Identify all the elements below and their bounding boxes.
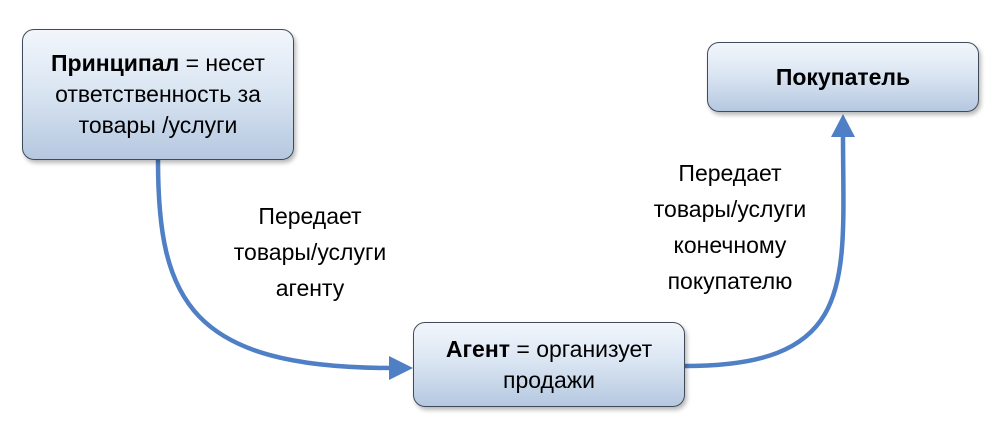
arrow-principal-to-agent	[155, 159, 393, 371]
edge-label-principal-to-agent: Передает товары/услуги агенту	[180, 198, 440, 306]
agent-desc-line2: продажи	[503, 366, 595, 393]
principal-title: Принципал	[51, 50, 180, 76]
edge-label-line: Передает	[678, 160, 782, 186]
edge-label-line: конечному	[673, 232, 787, 258]
edge-label-agent-to-buyer: Передает товары/услуги конечному покупат…	[600, 155, 860, 299]
node-agent-text: Агент = организует продажи	[446, 334, 652, 396]
principal-desc-line3: товары /услуги	[78, 112, 238, 138]
node-buyer: Покупатель	[707, 42, 979, 112]
principal-desc-line2: ответственность за	[55, 81, 261, 107]
agent-desc-line1: = организует	[510, 335, 653, 362]
edge-label-line: Передает	[258, 203, 362, 229]
agent-title: Агент	[445, 335, 510, 362]
node-principal-text: Принципал = несет ответственность за тов…	[51, 48, 265, 141]
arrow-agent-to-buyer	[684, 133, 846, 369]
arrowhead-buyer	[831, 114, 855, 137]
principal-desc-line1: = несет	[179, 50, 265, 76]
node-principal: Принципал = несет ответственность за тов…	[22, 29, 294, 160]
buyer-title: Покупатель	[775, 63, 911, 90]
edge-label-line: товары/услуги	[653, 196, 807, 222]
node-agent: Агент = организует продажи	[413, 322, 685, 407]
edge-label-line: покупателю	[667, 268, 793, 294]
edge-label-line: товары/услуги	[233, 239, 387, 265]
arrowhead-agent	[389, 356, 413, 380]
edge-label-line: агенту	[275, 275, 345, 301]
